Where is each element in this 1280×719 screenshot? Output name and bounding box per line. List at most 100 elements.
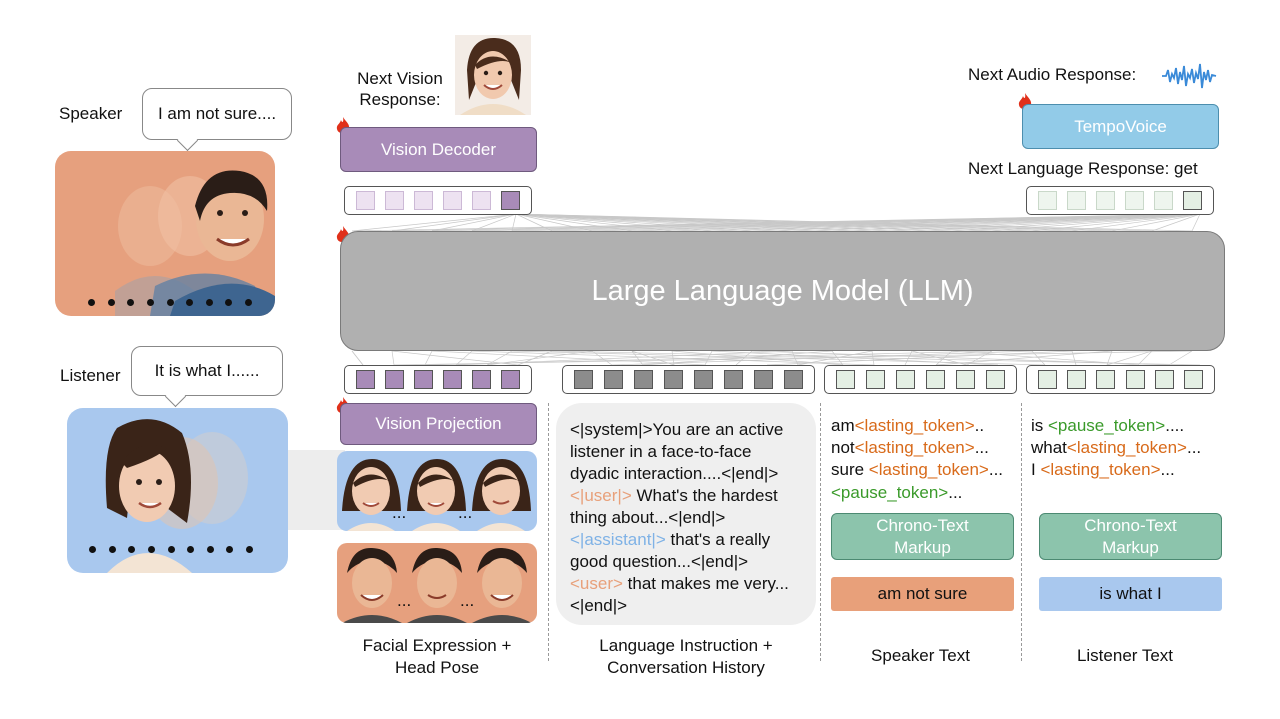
listener-dots bbox=[89, 546, 253, 553]
tempovoice-label: TempoVoice bbox=[1074, 116, 1167, 136]
chrono-text-label: Chrono-Text Markup bbox=[876, 516, 969, 557]
connection-line bbox=[1071, 213, 1201, 232]
connection-line bbox=[951, 213, 1201, 232]
connection-line bbox=[391, 350, 519, 366]
instruction-line: <|end|> bbox=[570, 596, 628, 615]
instruction-line: <user> that makes me very... bbox=[570, 574, 789, 594]
next-vision-response-label: Next Vision Response: bbox=[357, 69, 443, 110]
lasting-token: <lasting_token> bbox=[854, 438, 975, 457]
instruction-line: <|assistant|> that's a really bbox=[570, 530, 770, 550]
column-separator bbox=[548, 403, 549, 661]
connection-line bbox=[871, 350, 875, 366]
word: sure bbox=[831, 460, 869, 479]
llm-label: Large Language Model (LLM) bbox=[591, 274, 974, 307]
token bbox=[1154, 370, 1174, 389]
chrono-text-markup-listener: Chrono-Text Markup bbox=[1039, 513, 1222, 560]
listener-speech-bubble: It is what I...... bbox=[131, 346, 283, 396]
vision-projection-label: Vision Projection bbox=[375, 414, 502, 434]
listener-label: Listener bbox=[60, 366, 121, 385]
connection-line bbox=[515, 213, 753, 232]
ellipsis: ... bbox=[1160, 460, 1175, 479]
vision-decoder-box: Vision Decoder bbox=[340, 127, 537, 172]
token bbox=[443, 191, 462, 210]
token bbox=[356, 370, 375, 389]
connection-line bbox=[515, 213, 553, 232]
connection-line bbox=[515, 213, 1193, 232]
token bbox=[753, 370, 773, 389]
speaker-text-caption: Speaker Text bbox=[871, 646, 970, 665]
ellipsis: ... bbox=[1186, 438, 1202, 457]
pause-token: <pause_token> bbox=[1048, 416, 1166, 435]
token bbox=[1154, 191, 1173, 210]
speaker-video-frame bbox=[55, 151, 275, 316]
instruction-line: thing about...<|end|> bbox=[570, 508, 726, 527]
language-input-token-row bbox=[562, 365, 815, 394]
llm-box: Large Language Model (LLM) bbox=[340, 231, 1225, 351]
word: am bbox=[831, 416, 855, 435]
connection-line bbox=[455, 350, 473, 366]
token bbox=[472, 191, 491, 210]
ellipsis: .... bbox=[1165, 416, 1185, 435]
connection-line bbox=[515, 213, 793, 232]
connection-line bbox=[766, 350, 1073, 366]
speaker-token-line: <pause_token>... bbox=[831, 483, 962, 503]
token bbox=[356, 191, 375, 210]
token bbox=[414, 370, 433, 389]
token bbox=[723, 370, 743, 389]
column-separator bbox=[820, 403, 821, 661]
ellipsis: ... bbox=[948, 483, 963, 502]
audio-waveform-icon bbox=[1162, 63, 1217, 89]
connection-line bbox=[1106, 350, 1113, 366]
token bbox=[1038, 191, 1057, 210]
token bbox=[1067, 370, 1087, 389]
instruction-line: listener in a face-to-face bbox=[570, 442, 752, 461]
ellipsis: ... bbox=[460, 591, 475, 610]
connection-line bbox=[1111, 213, 1201, 232]
word: is bbox=[1031, 416, 1048, 435]
word: not bbox=[831, 438, 855, 457]
lasting-token: <lasting_token> bbox=[1066, 438, 1187, 457]
connection-line bbox=[831, 350, 844, 366]
vision-input-token-row bbox=[344, 365, 532, 394]
vision-output-token-row bbox=[344, 186, 532, 215]
token bbox=[501, 191, 520, 210]
next-language-response-label: Next Language Response: get bbox=[968, 159, 1198, 178]
token bbox=[925, 370, 945, 389]
ellipsis: ... bbox=[392, 503, 407, 522]
connection-line bbox=[966, 350, 993, 366]
column-separator bbox=[1021, 403, 1022, 661]
connection-line bbox=[735, 350, 753, 366]
token bbox=[783, 370, 803, 389]
instruction-panel bbox=[556, 403, 816, 625]
token bbox=[574, 370, 594, 389]
connection-line bbox=[935, 350, 953, 366]
instruction-text: that makes me very... bbox=[622, 574, 789, 593]
token bbox=[866, 370, 886, 389]
connection-line bbox=[611, 350, 1033, 366]
listener-token-line: I <lasting_token>... bbox=[1031, 460, 1175, 480]
tempovoice-box: TempoVoice bbox=[1022, 104, 1219, 149]
connection-line bbox=[591, 350, 613, 366]
connection-line bbox=[911, 350, 968, 366]
speaker-face-image bbox=[115, 170, 275, 316]
chrono-text-markup-speaker: Chrono-Text Markup bbox=[831, 513, 1014, 560]
instruction-line: <|system|>You are an active bbox=[570, 420, 784, 439]
instruction-line: <|user|> What's the hardest bbox=[570, 486, 778, 506]
speaker-dots bbox=[88, 299, 252, 306]
token bbox=[1067, 191, 1086, 210]
language-instruction-caption: Language Instruction + Conversation Hist… bbox=[599, 636, 773, 678]
connection-line bbox=[351, 350, 364, 366]
connection-line bbox=[393, 350, 1193, 366]
pause-token: <pause_token> bbox=[831, 483, 949, 502]
connection-line bbox=[1151, 213, 1201, 232]
speaker-speech-bubble: I am not sure.... bbox=[142, 88, 292, 140]
ellipsis: ... bbox=[458, 503, 473, 522]
speaker-text-box: am not sure bbox=[831, 577, 1014, 611]
connection-line bbox=[1168, 350, 1193, 366]
connection-line bbox=[1031, 213, 1201, 232]
token bbox=[985, 370, 1005, 389]
listener-video-frame bbox=[67, 408, 288, 573]
chrono-text-label: Chrono-Text Markup bbox=[1084, 516, 1177, 557]
lasting-token: <lasting_token> bbox=[854, 416, 975, 435]
